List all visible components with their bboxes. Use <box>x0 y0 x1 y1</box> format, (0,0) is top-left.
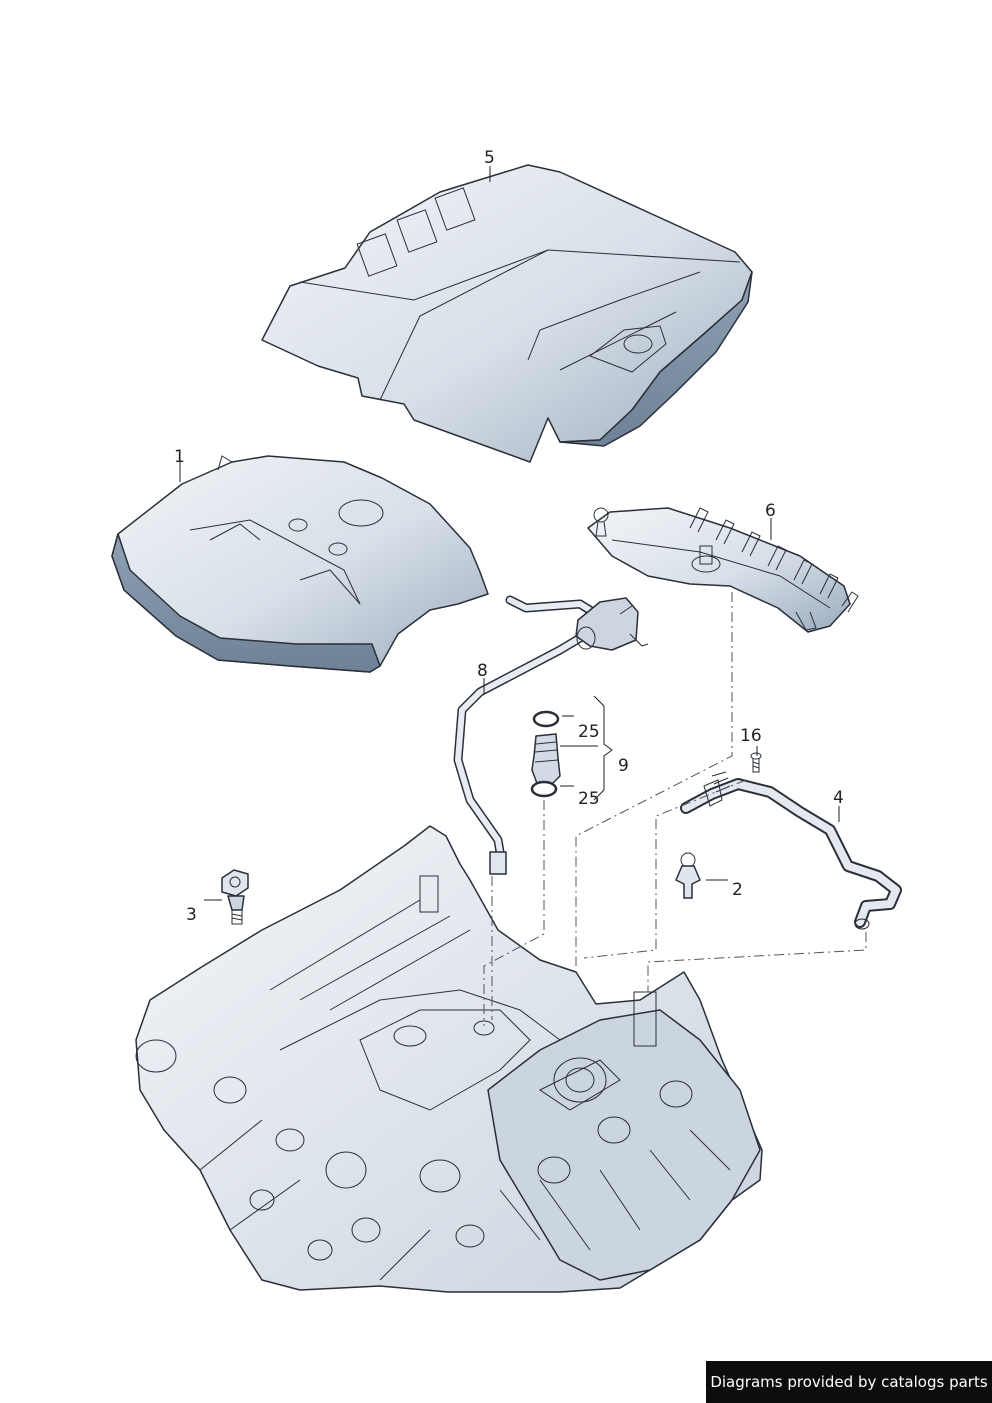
callout-labels: 5 1 6 8 25 9 25 16 4 2 3 <box>174 148 844 925</box>
screw-16 <box>750 752 762 773</box>
callout-25-top: 25 <box>578 722 600 742</box>
engine-block <box>135 825 763 1293</box>
callout-8: 8 <box>477 661 488 681</box>
connection-lines <box>483 592 867 1026</box>
credit-banner: Diagrams provided by catalogs parts <box>706 1361 992 1403</box>
hose <box>680 771 902 930</box>
callout-25-bottom: 25 <box>578 789 600 809</box>
callout-16: 16 <box>740 726 762 746</box>
bolt-3 <box>221 869 249 925</box>
fitting-with-seals <box>530 710 561 798</box>
callout-4: 4 <box>833 788 844 808</box>
ball-stud-2 <box>675 852 701 899</box>
breather-pipe <box>453 595 649 875</box>
callout-9: 9 <box>618 756 629 776</box>
callout-3: 3 <box>186 905 197 925</box>
callout-6: 6 <box>765 501 776 521</box>
leader-lines <box>179 166 840 901</box>
engine-cover-lower <box>111 455 489 673</box>
engine-cover-upper <box>261 164 753 463</box>
callout-2: 2 <box>732 880 743 900</box>
callout-5: 5 <box>484 148 495 168</box>
callout-1: 1 <box>174 447 185 467</box>
cable-bracket <box>587 507 859 633</box>
